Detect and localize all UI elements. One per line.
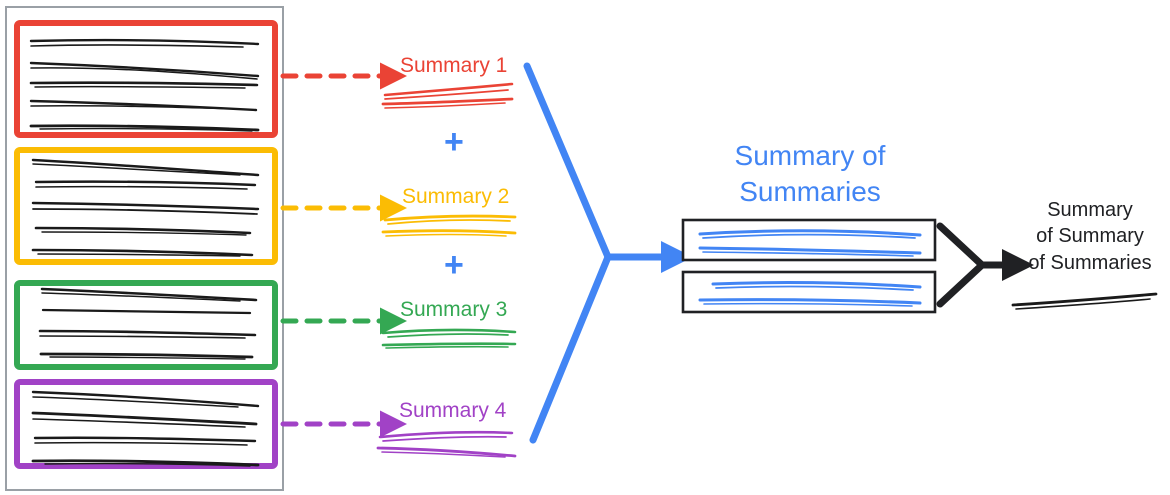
final-title-line-1: Summary [1047, 199, 1133, 221]
chunk-box-green[interactable] [14, 280, 278, 370]
final-scribble [1011, 292, 1158, 310]
summary-label-2: Summary 2 [402, 185, 510, 208]
summary-scribble-green [381, 328, 517, 349]
source-panel-border [5, 6, 284, 491]
sos-title-line-2: Summaries [739, 176, 881, 208]
final-title-line-2: of Summary [1036, 225, 1144, 248]
sos-title-line-1: Summary of [734, 140, 886, 171]
merge-arrow-blue-lower [529, 253, 612, 444]
summary-scribble-red [381, 82, 514, 109]
chunk-scribble-lines-green [38, 287, 258, 360]
chunk-scribble-lines-red [29, 38, 260, 132]
summary-label-3: Summary 3 [400, 298, 508, 321]
summary-scribble-orange [381, 214, 517, 237]
chunk-box-red[interactable] [14, 20, 278, 138]
sos-scribble-box-2 [698, 281, 922, 307]
plus-operator-2: + [444, 246, 464, 284]
final-output-title: Summary of Summary of Summaries [1014, 197, 1166, 276]
summary-scribble-purple [376, 430, 517, 458]
chunk-box-orange[interactable] [14, 147, 278, 265]
summary-label-1: Summary 1 [400, 54, 508, 77]
merge-arrow-blue [523, 62, 612, 261]
summary-of-summaries-title: Summary of Summaries [690, 138, 930, 211]
sos-scribble-box-1 [698, 229, 922, 257]
chunk-scribble-lines-purple [31, 390, 260, 467]
merge-arrow-black-upper [936, 222, 986, 269]
plus-operator-1: + [444, 123, 464, 161]
chunk-box-purple[interactable] [14, 379, 278, 469]
chunk-scribble-lines-orange [31, 158, 260, 257]
summary-label-4: Summary 4 [399, 399, 507, 422]
merge-arrow-black-lower [936, 261, 986, 308]
final-title-line-3: of Summaries [1028, 251, 1152, 274]
